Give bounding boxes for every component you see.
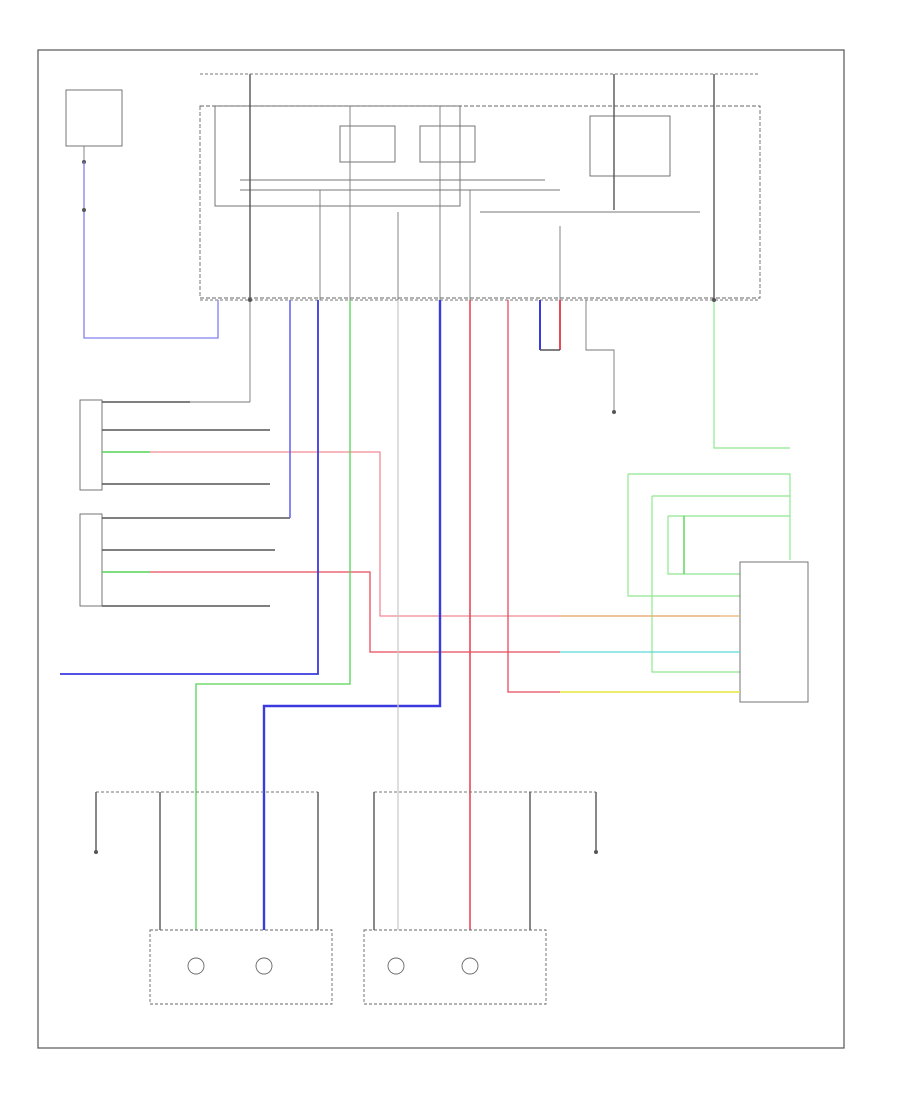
wire-blue-main — [60, 300, 319, 675]
wire-green-right — [627, 300, 791, 673]
right-switch-box — [739, 561, 809, 703]
right-connector — [539, 300, 616, 414]
wire-green-lamp — [195, 300, 351, 930]
wire-red-upper — [150, 451, 720, 617]
left-lamp-assembly — [94, 791, 333, 1005]
wire-blue-switch — [83, 162, 219, 339]
wire-red-switch — [507, 300, 560, 693]
bus-drops — [249, 74, 715, 300]
junction-block — [199, 105, 761, 299]
diagram-frame — [37, 49, 845, 1049]
wire-blue-lamp — [262, 300, 442, 930]
wire-red-lower — [150, 571, 560, 653]
right-lamp-assembly — [363, 791, 598, 1005]
top-left-switch — [65, 89, 123, 164]
wire-green-top — [102, 451, 150, 573]
ground-pins — [82, 208, 716, 302]
left-door-switches — [79, 300, 290, 607]
